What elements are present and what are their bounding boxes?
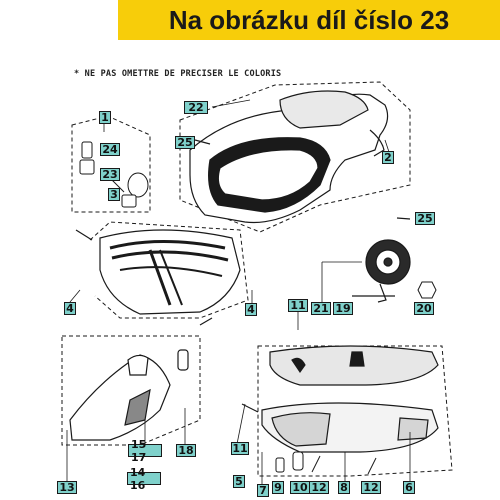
callout-4a: 4 — [64, 302, 76, 315]
headlamp-lens — [99, 229, 241, 315]
indicator-left — [69, 349, 189, 441]
group-box-22 — [179, 81, 411, 233]
callout-11a: 11 — [288, 299, 308, 312]
callout-7: 7 — [257, 484, 269, 497]
bulb-parts — [79, 141, 149, 208]
callout-21: 21 — [311, 302, 331, 315]
group-box-4 — [89, 221, 249, 319]
callout-14-16: 14 16 — [127, 466, 161, 492]
callout-23: 23 — [100, 168, 120, 181]
nut-part — [417, 281, 437, 299]
callout-3: 3 — [108, 188, 120, 201]
indicator-right — [241, 345, 439, 453]
callout-4b: 4 — [245, 303, 257, 316]
callout-12b: 12 — [361, 481, 381, 494]
callout-13: 13 — [57, 481, 77, 494]
callout-20: 20 — [414, 302, 434, 315]
group-box-lower-right — [257, 345, 453, 477]
page-title: Na obrázku díl číslo 23 — [168, 4, 450, 35]
colour-note: * NE PAS OMETTRE DE PRECISER LE COLORIS — [74, 69, 282, 79]
callout-8: 8 — [338, 481, 350, 494]
callout-9: 9 — [272, 481, 284, 494]
callout-18: 18 — [176, 444, 196, 457]
callout-25b: 25 — [415, 212, 435, 225]
callout-5: 5 — [233, 475, 245, 488]
callout-2: 2 — [382, 151, 394, 164]
small-bulbs — [275, 451, 377, 475]
callout-25a: 25 — [175, 136, 195, 149]
callout-10: 10 — [290, 481, 310, 494]
callout-6: 6 — [403, 481, 415, 494]
screws — [75, 139, 411, 326]
callout-19: 19 — [333, 302, 353, 315]
callout-1: 1 — [99, 111, 111, 124]
cowl-part — [189, 90, 389, 224]
callout-15-17: 15 17 — [128, 438, 162, 464]
leader-lines — [66, 99, 411, 486]
group-box-lower-left — [61, 335, 201, 446]
horn-part — [352, 239, 411, 303]
callout-24: 24 — [100, 143, 120, 156]
callout-22: 22 — [184, 101, 208, 114]
callout-11b: 11 — [231, 442, 249, 455]
callout-12a: 12 — [309, 481, 329, 494]
title-banner: Na obrázku díl číslo 23 — [118, 0, 500, 40]
